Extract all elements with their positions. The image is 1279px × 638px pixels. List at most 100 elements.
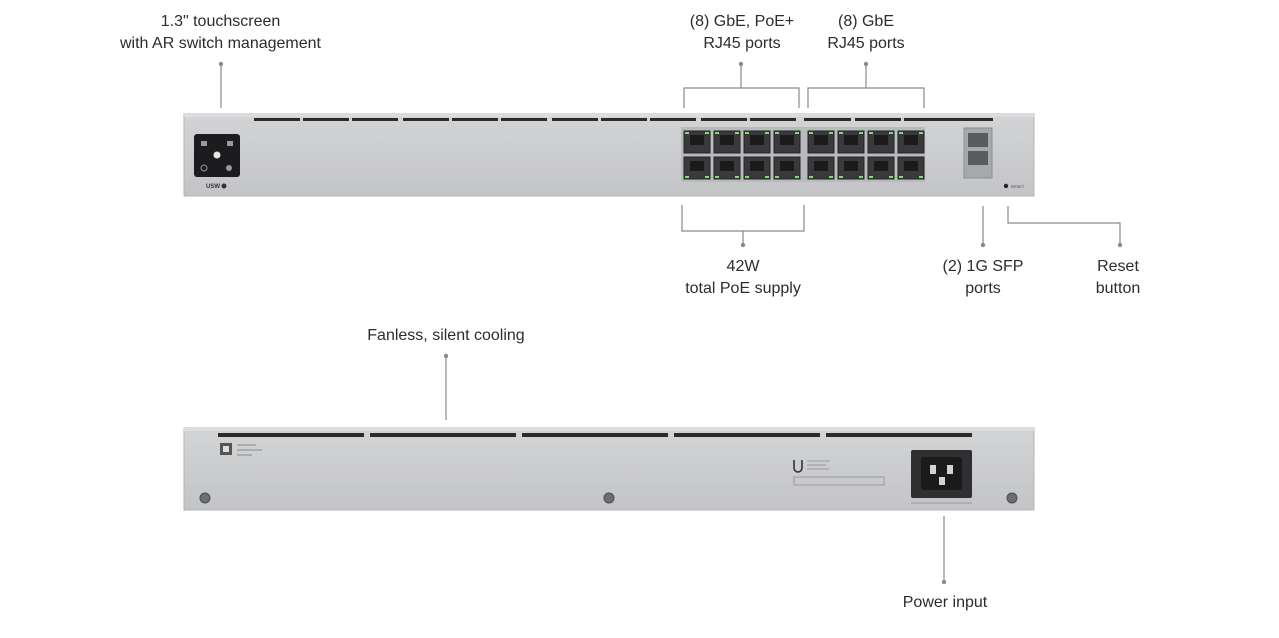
poe-ports-bracket bbox=[683, 64, 800, 108]
sfp-port-1[interactable] bbox=[968, 133, 988, 147]
rear-vent-slot bbox=[218, 433, 364, 437]
port-led bbox=[869, 132, 873, 134]
reset-marking: RESET bbox=[1011, 184, 1025, 189]
rear-vent-slot bbox=[370, 433, 516, 437]
rear-vent-slot bbox=[826, 433, 972, 437]
leader-dots bbox=[218, 61, 1123, 585]
rj45-port[interactable] bbox=[773, 156, 801, 180]
gbe-ports-callout-line2: RJ45 ports bbox=[827, 35, 905, 52]
port-led bbox=[809, 176, 813, 178]
power-input[interactable] bbox=[911, 450, 972, 504]
reset-button[interactable] bbox=[1003, 183, 1009, 189]
reset-callout: Reset button bbox=[1078, 256, 1158, 300]
port-led bbox=[745, 132, 749, 134]
front-vent-slot bbox=[254, 118, 300, 121]
front-vent-slot bbox=[352, 118, 398, 121]
rj45-port[interactable] bbox=[867, 130, 895, 154]
port-led bbox=[795, 176, 799, 178]
sfp-cage bbox=[963, 127, 993, 179]
power-callout: Power input bbox=[875, 592, 1015, 614]
reset-callout-line2: button bbox=[1095, 280, 1141, 297]
rj45-port[interactable] bbox=[713, 156, 741, 180]
port-led bbox=[839, 176, 843, 178]
rj45-port[interactable] bbox=[743, 156, 771, 180]
poe-ports-callout: (8) GbE, PoE+ RJ45 ports bbox=[672, 11, 812, 55]
power-pin-left bbox=[930, 465, 936, 474]
sfp-ports-callout: (2) 1G SFP ports bbox=[928, 256, 1038, 300]
clock-icon bbox=[200, 164, 208, 172]
lock-icon bbox=[227, 141, 233, 146]
port-led bbox=[735, 176, 739, 178]
port-led bbox=[715, 176, 719, 178]
power-pin-ground bbox=[939, 477, 945, 485]
port-led bbox=[705, 132, 709, 134]
rj45-ports bbox=[683, 130, 925, 180]
front-vent-slot bbox=[904, 118, 950, 121]
sfp-ports-callout-line2: ports bbox=[965, 280, 1001, 297]
rj45-port[interactable] bbox=[837, 130, 865, 154]
screen-icon bbox=[201, 141, 207, 146]
port-led bbox=[705, 176, 709, 178]
screw-center bbox=[603, 492, 615, 504]
port-led bbox=[899, 176, 903, 178]
front-vent-slot bbox=[650, 118, 696, 121]
port-led bbox=[809, 132, 813, 134]
front-panel: USW RESET bbox=[183, 113, 1035, 197]
front-vent-slot bbox=[501, 118, 547, 121]
rj45-port[interactable] bbox=[867, 156, 895, 180]
poe-ports-callout-line2: RJ45 ports bbox=[703, 35, 781, 52]
poe-supply-callout-line2: total PoE supply bbox=[685, 280, 801, 297]
certification-area bbox=[793, 460, 885, 486]
rj45-port[interactable] bbox=[683, 130, 711, 154]
rear-label bbox=[220, 443, 262, 456]
port-led bbox=[775, 176, 779, 178]
front-vent-slot bbox=[552, 118, 598, 121]
port-led bbox=[715, 132, 719, 134]
poe-supply-callout-line1: 42W bbox=[726, 258, 760, 275]
port-led bbox=[685, 176, 689, 178]
port-led bbox=[859, 132, 863, 134]
screw-left bbox=[199, 492, 211, 504]
front-vent-slot bbox=[303, 118, 349, 121]
port-led bbox=[829, 176, 833, 178]
port-led bbox=[889, 176, 893, 178]
rj45-port[interactable] bbox=[743, 130, 771, 154]
sfp-ports-callout-line1: (2) 1G SFP bbox=[942, 258, 1024, 275]
port-led bbox=[775, 132, 779, 134]
rear-vent-slot bbox=[674, 433, 820, 437]
rj45-port[interactable] bbox=[837, 156, 865, 180]
port-led bbox=[795, 132, 799, 134]
poe-supply-callout: 42W total PoE supply bbox=[668, 256, 818, 300]
port-led bbox=[919, 176, 923, 178]
rj45-port[interactable] bbox=[897, 130, 925, 154]
front-vent-slot bbox=[403, 118, 449, 121]
touchscreen-callout-line2: with AR switch management bbox=[120, 35, 321, 52]
front-vent-slot bbox=[945, 118, 993, 121]
rear-vents bbox=[218, 433, 972, 437]
sfp-port-2[interactable] bbox=[968, 151, 988, 165]
rear-panel bbox=[183, 427, 1035, 511]
rj45-port[interactable] bbox=[807, 156, 835, 180]
port-led bbox=[735, 132, 739, 134]
port-led bbox=[765, 176, 769, 178]
rj45-port[interactable] bbox=[713, 130, 741, 154]
touchscreen-callout: 1.3" touchscreen with AR switch manageme… bbox=[98, 11, 343, 55]
rj45-port[interactable] bbox=[773, 130, 801, 154]
rj45-port[interactable] bbox=[683, 156, 711, 180]
front-vent-slot bbox=[804, 118, 851, 121]
front-vent-slot bbox=[452, 118, 498, 121]
touchscreen[interactable] bbox=[194, 134, 240, 177]
front-vents bbox=[254, 118, 993, 121]
screw-right bbox=[1006, 492, 1018, 504]
power-callout-line1: Power input bbox=[902, 594, 988, 611]
center-dot-icon bbox=[213, 151, 221, 159]
rj45-port[interactable] bbox=[897, 156, 925, 180]
port-led bbox=[899, 132, 903, 134]
front-vent-slot bbox=[855, 118, 901, 121]
model-badge: USW bbox=[206, 184, 220, 190]
power-pin-right bbox=[947, 465, 953, 474]
rj45-port[interactable] bbox=[807, 130, 835, 154]
poe-ports-callout-line1: (8) GbE, PoE+ bbox=[689, 13, 795, 30]
model-badge-icon bbox=[221, 183, 227, 189]
front-vent-slot bbox=[701, 118, 747, 121]
